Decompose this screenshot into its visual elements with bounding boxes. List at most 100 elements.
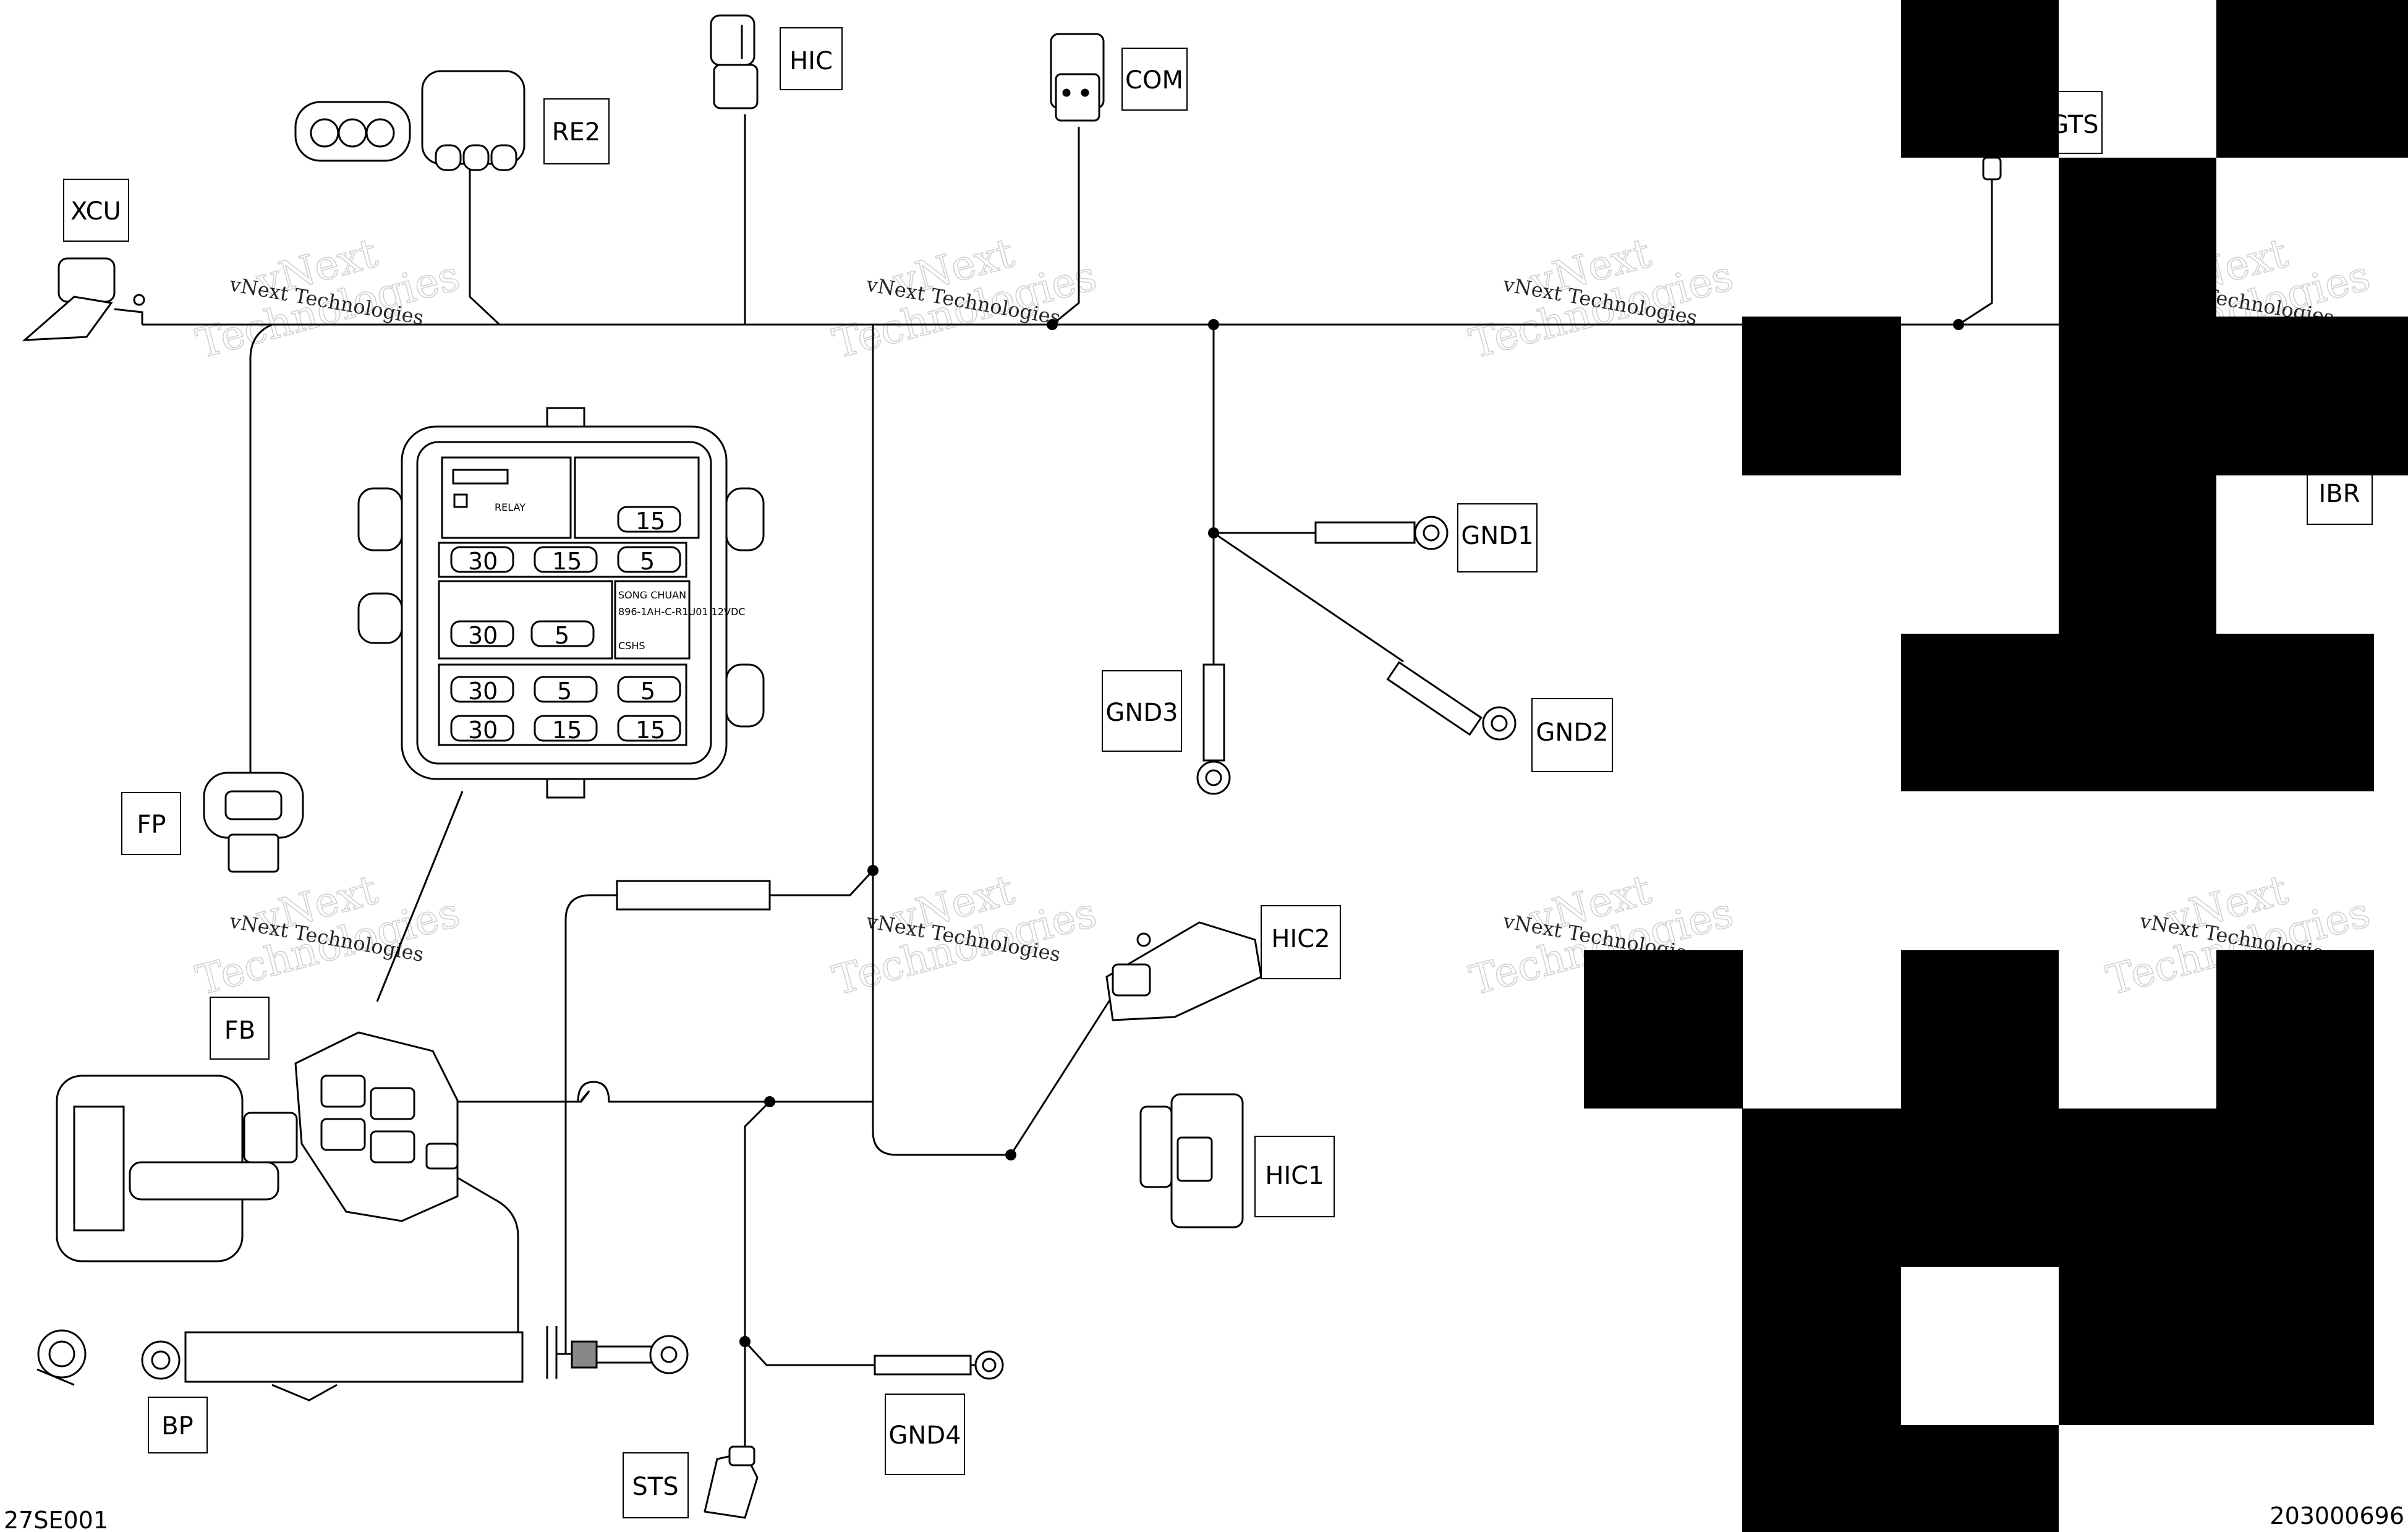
wire-harness: [142, 114, 2408, 1447]
hic-connector-icon: [710, 14, 759, 109]
com-label-box: COM: [1121, 48, 1188, 111]
inline-fuse-holder: [616, 880, 771, 911]
fuse-rating: 5: [640, 548, 655, 575]
break-mark: [546, 1326, 558, 1379]
gnd4-wire: [744, 1340, 875, 1366]
gnd1-connector-icon: [1314, 516, 1449, 550]
gnd4-label: GND4: [888, 1421, 961, 1450]
com-branch-wire: [1052, 127, 1080, 326]
hic2-branch-wire: [1010, 995, 1114, 1155]
gnd2-connector-icon: [1386, 661, 1517, 741]
fp-branch-wire: [249, 323, 273, 798]
fp-connector-icon: [203, 772, 304, 873]
inline-fuse-wire-left: [564, 894, 617, 1354]
gnd3-label: GND3: [1105, 699, 1178, 727]
gnd3-connector-icon: [1196, 663, 1231, 795]
fuse-slot: [450, 620, 514, 647]
junction-dot: [764, 1096, 775, 1107]
qr-code-overlay: [1584, 0, 2408, 1532]
sts-label: STS: [632, 1473, 678, 1501]
xcu-label: XCU: [70, 197, 121, 226]
com-label: COM: [1125, 66, 1183, 95]
center-drop-wire: [872, 325, 1011, 1156]
inline-fuse-wire-right: [770, 869, 874, 896]
connector-labels: XCU RE2 HIC COM GTS IBR GND1 GND2: [63, 27, 2373, 1518]
hic-label: HIC: [789, 47, 833, 75]
re2-branch-wire: [469, 170, 501, 326]
fuse-rating: 5: [555, 622, 569, 649]
xcu-connector-icon: [22, 257, 145, 341]
re2-connector-icon: [294, 70, 525, 171]
fuse-slot: [534, 715, 598, 742]
fuse-slot: [617, 676, 681, 703]
fuse-rating: 30: [468, 622, 498, 649]
fb-label-box: FB: [210, 997, 270, 1060]
relay-module: [614, 580, 691, 660]
connector-shapes: [22, 14, 2002, 1519]
fuse-rating: 15: [636, 717, 665, 744]
gnd1-label-box: GND1: [1457, 503, 1538, 572]
relay-label: RELAY: [495, 501, 525, 513]
bp-label-box: BP: [148, 1397, 208, 1453]
fuse-rating: 5: [640, 678, 655, 705]
fuse-rating: 30: [468, 548, 498, 575]
diagram-code-right: 203000696: [2270, 1502, 2404, 1530]
hic2-label-box: HIC2: [1261, 905, 1341, 979]
com-connector-icon: [1050, 33, 1105, 122]
gts-connector-icon: [1982, 156, 2002, 181]
hic-label-box: HIC: [780, 27, 843, 90]
fuse-slot: [617, 546, 681, 573]
gnd1-label: GND1: [1461, 522, 1533, 550]
junction-dot: [867, 865, 879, 876]
fuse-slot: [617, 715, 681, 742]
bp-connector-icon: [36, 1329, 524, 1402]
fusebox-pointer: [376, 791, 464, 1002]
junction-dot: [1953, 319, 1964, 330]
junction-dot: [1208, 527, 1219, 538]
gts-branch-wire: [1958, 179, 1993, 326]
re2-label-box: RE2: [543, 98, 610, 164]
fb-label: FB: [224, 1016, 255, 1045]
fuse-rating: 15: [636, 508, 665, 535]
gnd4-connector-icon: [874, 1350, 1004, 1380]
junction-dot: [739, 1336, 751, 1347]
fuse-rating: 30: [468, 717, 498, 744]
gnd2-label: GND2: [1536, 718, 1608, 747]
re2-label: RE2: [552, 118, 601, 147]
hic2-label: HIC2: [1271, 925, 1330, 953]
fuse-rating: 15: [552, 548, 582, 575]
fuse-slot: [450, 676, 514, 703]
diagram-code-left: 27SE001: [4, 1507, 108, 1532]
fb-trunk-hop: [577, 1081, 873, 1103]
ibr-label: IBR: [2318, 480, 2360, 508]
hic2-connector-icon: [1105, 921, 1262, 1021]
junction-dot: [1208, 319, 1219, 330]
junction-dots: [739, 319, 1964, 1347]
hic1-label: HIC1: [1265, 1162, 1324, 1190]
fuse-slot: [530, 620, 595, 647]
fb-connector-icon: [56, 1031, 459, 1262]
relay-module-part: 896-1AH-C-R1U01 12VDC: [618, 606, 745, 618]
fuse-slot: [534, 676, 598, 703]
junction-dot: [1005, 1149, 1016, 1160]
sts-connector-icon: [704, 1445, 759, 1519]
fp-label-box: FP: [121, 792, 181, 855]
xcu-label-box: XCU: [63, 179, 129, 242]
fuse-rating: 5: [557, 678, 572, 705]
fp-label: FP: [137, 811, 166, 839]
fuse-rating: 30: [468, 678, 498, 705]
relay-module-mark: CSHS: [618, 640, 645, 652]
sts-branch-wire: [744, 1100, 771, 1447]
bp-label: BP: [161, 1412, 194, 1441]
fb-trunk-wire: [457, 1091, 590, 1103]
gnd2-wire: [1213, 532, 1404, 663]
relay-module-maker: SONG CHUAN: [618, 589, 686, 601]
fuse-slot: [534, 546, 598, 573]
junction-dot: [1047, 319, 1058, 330]
fuse-slot: [617, 506, 681, 533]
gnd4-label-box: GND4: [885, 1394, 965, 1475]
hic1-connector-icon: [1139, 1093, 1244, 1228]
fuse-rating: 15: [552, 717, 582, 744]
gnd2-label-box: GND2: [1531, 698, 1613, 772]
